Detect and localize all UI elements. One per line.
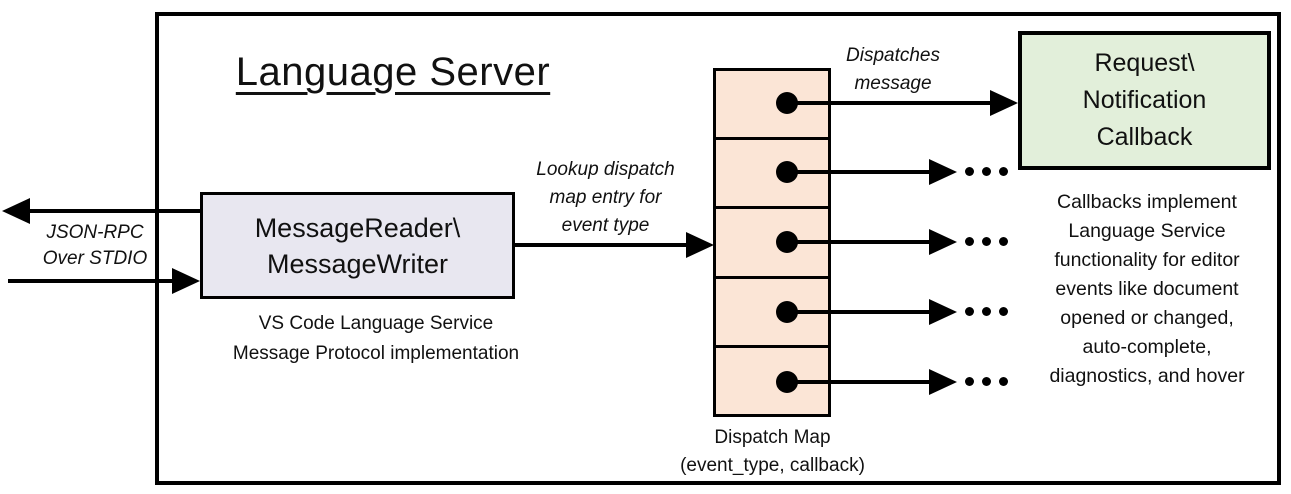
dispatch-map-cell xyxy=(716,209,828,279)
lookup-arrow-line xyxy=(515,243,690,247)
callbacks-description-line1: Callbacks implement xyxy=(1057,191,1237,213)
reader-box-line2: MessageWriter xyxy=(266,248,449,279)
stdio-label-line1: JSON-RPC xyxy=(46,222,144,243)
stdio-in-arrowhead-icon xyxy=(172,268,200,294)
stdio-out-arrow-line xyxy=(24,209,200,213)
message-reader-writer-box: MessageReader\ MessageWriter xyxy=(200,192,515,299)
dispatch-arrowhead-icon xyxy=(990,90,1018,116)
ellipsis-icon xyxy=(965,167,1008,176)
stdio-out-arrowhead-icon xyxy=(2,198,30,224)
reader-caption-line1: VS Code Language Service xyxy=(258,313,494,334)
dispatch-map-caption-line1: Dispatch Map xyxy=(714,427,831,448)
reader-box-line1: MessageReader\ xyxy=(254,212,461,243)
callbacks-description-line7: diagnostics, and hover xyxy=(1049,365,1245,387)
stdio-in-arrow-line xyxy=(8,279,174,283)
dispatch-arrow-line xyxy=(787,380,932,384)
dispatch-arrow-line xyxy=(787,170,932,174)
dispatch-arrow-line xyxy=(787,101,992,105)
dispatches-message-line1: Dispatches xyxy=(846,45,940,66)
callback-box-line2: Notification xyxy=(1082,86,1207,114)
dispatch-arrowhead-icon xyxy=(929,369,957,395)
callbacks-description-line4: events like document xyxy=(1055,278,1239,300)
stdio-label: JSON-RPC Over STDIO xyxy=(28,220,162,272)
lookup-label-line3: event type xyxy=(561,215,650,236)
dispatches-message-label: Dispatches message xyxy=(818,42,968,98)
callbacks-description-line2: Language Service xyxy=(1068,220,1226,242)
dispatch-arrowhead-icon xyxy=(929,229,957,255)
lookup-arrowhead-icon xyxy=(686,232,714,258)
diagram-title: Language Server xyxy=(235,50,551,94)
callbacks-description-line5: opened or changed, xyxy=(1060,307,1234,329)
dispatch-arrowhead-icon xyxy=(929,299,957,325)
dispatch-arrowhead-icon xyxy=(929,159,957,185)
dispatch-arrow-line xyxy=(787,310,932,314)
dispatch-map-caption-line2: (event_type, callback) xyxy=(680,455,865,476)
stdio-label-line2: Over STDIO xyxy=(42,248,148,269)
dispatches-message-line2: message xyxy=(854,73,932,94)
callbacks-description-line3: functionality for editor xyxy=(1054,249,1240,271)
callbacks-description: Callbacks implement Language Service fun… xyxy=(1020,188,1274,391)
dispatch-map-caption: Dispatch Map (event_type, callback) xyxy=(650,424,895,480)
reader-caption-line2: Message Protocol implementation xyxy=(232,343,520,364)
ellipsis-icon xyxy=(965,307,1008,316)
dispatch-map-cell xyxy=(716,279,828,348)
dispatch-map-cell xyxy=(716,140,828,210)
dispatch-arrow-line xyxy=(787,240,932,244)
ellipsis-icon xyxy=(965,377,1008,386)
ellipsis-icon xyxy=(965,237,1008,246)
lookup-label-line1: Lookup dispatch xyxy=(536,159,675,180)
request-notification-callback-box: Request\ Notification Callback xyxy=(1018,31,1271,170)
dispatch-map-cell xyxy=(716,71,828,141)
reader-caption: VS Code Language Service Message Protoco… xyxy=(198,309,554,369)
callback-box-line1: Request\ xyxy=(1094,49,1195,77)
lookup-label-line2: map entry for xyxy=(549,187,662,208)
callback-box-line3: Callback xyxy=(1096,123,1193,151)
lookup-label: Lookup dispatch map entry for event type xyxy=(518,156,693,240)
callbacks-description-line6: auto-complete, xyxy=(1082,336,1212,358)
